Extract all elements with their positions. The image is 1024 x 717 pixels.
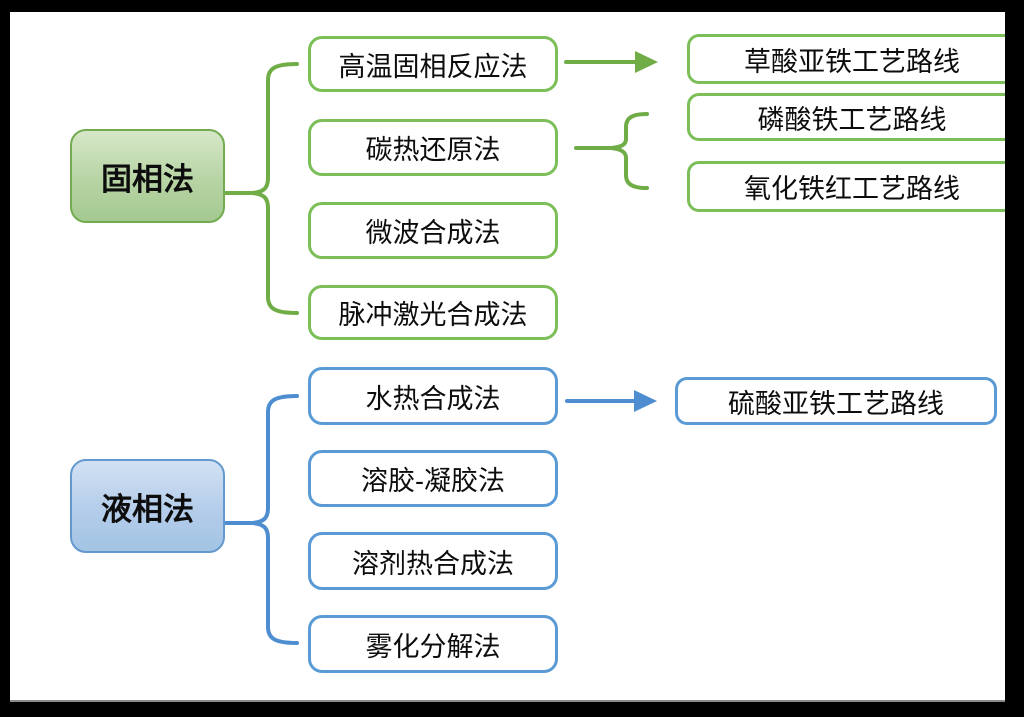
node-method-pulsed-laser-synthesis: 脉冲激光合成法 xyxy=(308,285,558,340)
node-label: 硫酸亚铁工艺路线 xyxy=(728,388,944,419)
node-label: 雾化分解法 xyxy=(365,631,501,662)
node-route-ferrous-oxalate: 草酸亚铁工艺路线 xyxy=(687,34,1017,84)
node-label: 氧化铁红工艺路线 xyxy=(744,174,960,204)
node-liquid-phase: 液相法 xyxy=(70,459,225,553)
solid-arrow-head xyxy=(635,51,658,73)
node-label: 水热合成法 xyxy=(365,383,501,414)
node-method-carbothermal-reduction: 碳热还原法 xyxy=(308,119,558,176)
node-route-iron-oxide-red: 氧化铁红工艺路线 xyxy=(687,161,1017,212)
node-method-hydrothermal: 水热合成法 xyxy=(308,367,558,425)
frame-right xyxy=(1005,0,1024,717)
node-solid-phase: 固相法 xyxy=(70,129,225,223)
node-label: 液相法 xyxy=(101,491,194,527)
liquid-group-brace xyxy=(251,394,299,645)
frame-left xyxy=(0,0,10,717)
node-label: 磷酸铁工艺路线 xyxy=(757,104,947,135)
node-label: 草酸亚铁工艺路线 xyxy=(744,46,960,77)
node-method-solvothermal: 溶剂热合成法 xyxy=(308,532,558,590)
node-route-ferrous-sulfate: 硫酸亚铁工艺路线 xyxy=(675,377,997,425)
node-label: 高温固相反应法 xyxy=(338,51,528,82)
frame-bottom xyxy=(0,700,1024,717)
solid-group-brace xyxy=(251,62,299,315)
node-label: 溶胶-凝胶法 xyxy=(361,466,505,496)
node-label: 溶剂热合成法 xyxy=(352,548,514,579)
node-method-atomization-decomposition: 雾化分解法 xyxy=(308,615,558,673)
node-label: 固相法 xyxy=(101,161,194,197)
liquid-arrow-head xyxy=(634,390,657,412)
node-label: 脉冲激光合成法 xyxy=(338,300,528,330)
node-label: 微波合成法 xyxy=(365,218,501,248)
frame-top xyxy=(0,0,1024,12)
node-label: 碳热还原法 xyxy=(365,135,501,165)
node-route-iron-phosphate: 磷酸铁工艺路线 xyxy=(687,93,1017,141)
carbothermal-brace xyxy=(610,112,649,190)
node-method-sol-gel: 溶胶-凝胶法 xyxy=(308,450,558,507)
node-method-high-temp-solid-reaction: 高温固相反应法 xyxy=(308,36,558,92)
node-method-microwave-synthesis: 微波合成法 xyxy=(308,202,558,259)
